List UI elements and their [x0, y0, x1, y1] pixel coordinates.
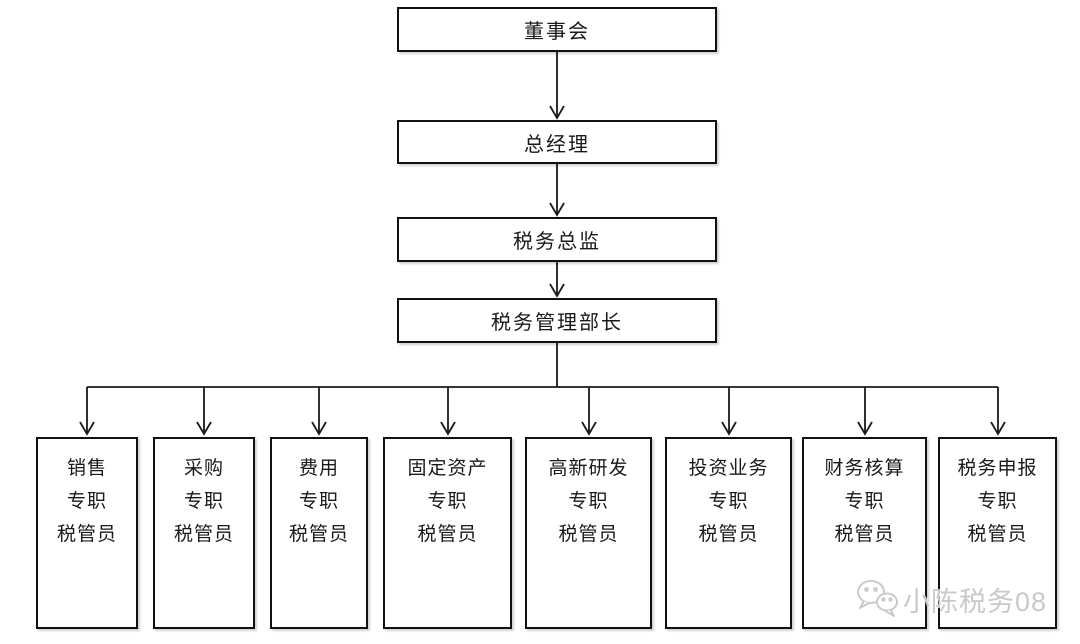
- leaf-label-line: 专职: [708, 491, 749, 512]
- leaf-label-line: 投资业务: [688, 458, 769, 479]
- leaf-label-line: 采购: [183, 458, 224, 479]
- arrowhead: [549, 283, 565, 298]
- leaf-label-line: 税务申报: [957, 458, 1038, 479]
- leaf-label-line: 税管员: [558, 524, 619, 545]
- leaf-label-line: 财务核算: [824, 458, 905, 479]
- leaf-label-line: 专职: [298, 491, 339, 512]
- watermark-text: 小陈税务08: [903, 586, 1048, 617]
- arrowhead: [721, 421, 737, 436]
- node-general-manager: 总经理: [397, 120, 717, 164]
- leaf-label-line: 税管员: [967, 524, 1028, 545]
- node-label: 税务管理部长: [491, 312, 623, 334]
- leaf-node-hightech-rd: 高新研发 专职 税管员: [525, 437, 652, 629]
- node-label: 董事会: [524, 21, 590, 43]
- leaf-label-line: 税管员: [173, 524, 234, 545]
- leaf-label-line: 专职: [66, 491, 107, 512]
- node-tax-director: 税务总监: [397, 217, 717, 262]
- leaf-label-line: 固定资产: [407, 458, 488, 479]
- leaf-node-financial-accounting: 财务核算 专职 税管员: [802, 437, 927, 629]
- leaf-label-line: 销售: [66, 458, 107, 479]
- leaf-label-line: 专职: [183, 491, 224, 512]
- leaf-label-line: 税管员: [834, 524, 895, 545]
- leaf-node-sales: 销售 专职 税管员: [36, 437, 138, 629]
- arrowhead: [311, 421, 327, 436]
- leaf-node-procurement: 采购 专职 税管员: [153, 437, 255, 629]
- leaf-node-fixed-assets: 固定资产 专职 税管员: [383, 437, 512, 629]
- watermark: 小陈税务08: [855, 579, 1047, 619]
- arrowhead: [196, 421, 212, 436]
- arrowhead: [581, 421, 597, 436]
- leaf-node-investment: 投资业务 专职 税管员: [665, 437, 792, 629]
- arrowhead: [549, 105, 565, 120]
- arrowhead: [549, 202, 565, 217]
- leaf-label-line: 专职: [568, 491, 609, 512]
- node-board-of-directors: 董事会: [397, 7, 717, 52]
- arrowhead: [440, 421, 456, 436]
- leaf-label-line: 费用: [298, 458, 339, 479]
- leaf-label-line: 专职: [427, 491, 468, 512]
- arrowhead: [990, 421, 1006, 436]
- leaf-label-line: 专职: [844, 491, 885, 512]
- leaf-node-tax-filing: 税务申报 专职 税管员: [938, 437, 1057, 629]
- leaf-label-line: 税管员: [698, 524, 759, 545]
- node-label: 税务总监: [513, 231, 601, 253]
- leaf-node-expenses: 费用 专职 税管员: [270, 437, 368, 629]
- arrowhead: [79, 421, 95, 436]
- leaf-label-line: 专职: [977, 491, 1018, 512]
- leaf-label-line: 税管员: [288, 524, 349, 545]
- leaf-label-line: 税管员: [417, 524, 478, 545]
- leaf-label-line: 税管员: [56, 524, 117, 545]
- node-label: 总经理: [524, 133, 590, 156]
- arrowhead: [857, 421, 873, 436]
- wechat-icon: [857, 580, 898, 617]
- leaf-label-line: 高新研发: [548, 458, 629, 479]
- node-tax-management-minister: 税务管理部长: [397, 298, 717, 343]
